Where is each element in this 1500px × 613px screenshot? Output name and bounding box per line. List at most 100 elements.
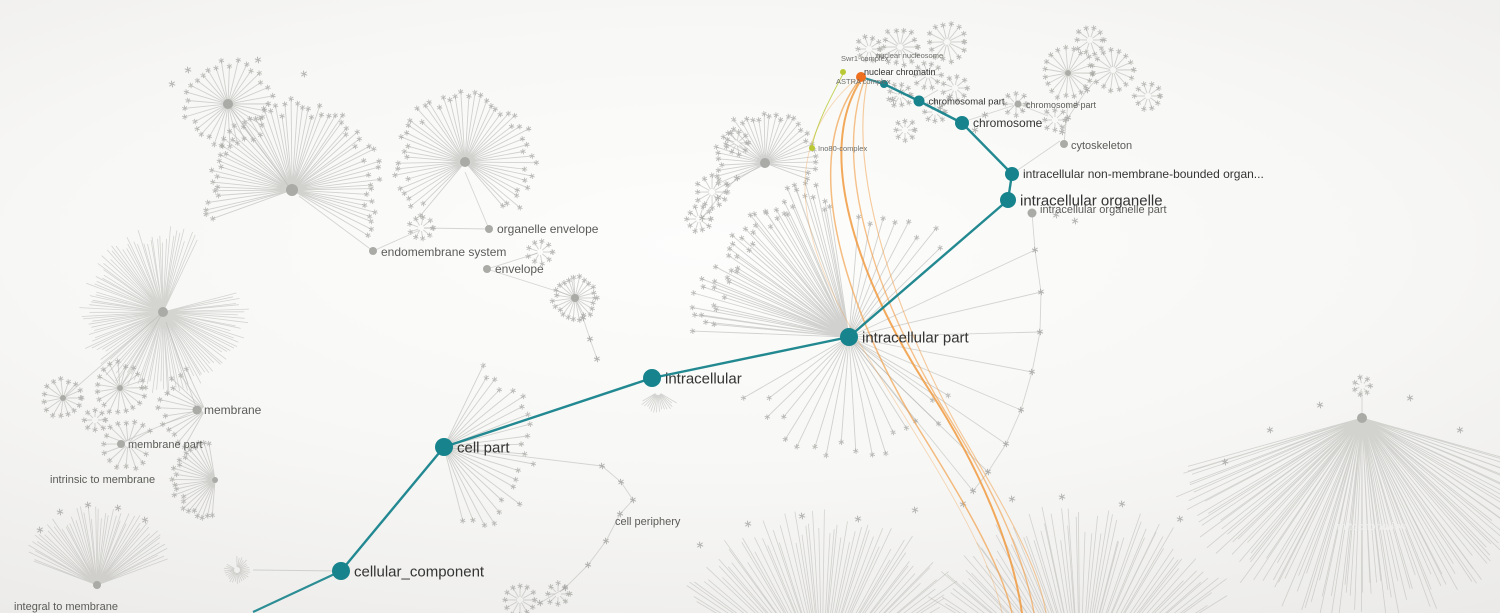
cluster-leaf-glyphs	[525, 238, 556, 267]
node-chain[interactable]	[698, 174, 741, 222]
go-node-chromosome[interactable]	[955, 116, 969, 130]
chain-node-glyphs	[536, 462, 637, 607]
gray-node[interactable]	[1060, 140, 1068, 148]
go-node-intracellular-part[interactable]	[840, 328, 858, 346]
cluster-hub-node[interactable]	[117, 385, 123, 391]
node-chain[interactable]	[536, 462, 637, 607]
selected-node-orange[interactable]	[856, 72, 866, 82]
go-term-cluster[interactable]	[683, 203, 714, 235]
go-term-cluster[interactable]	[181, 57, 276, 150]
go-node-intracellular-organelle[interactable]	[1000, 192, 1016, 208]
go-term-cluster[interactable]	[855, 33, 884, 64]
chain-edge	[972, 249, 1042, 492]
node-chain[interactable]	[1058, 86, 1091, 136]
go-term-cluster[interactable]	[689, 180, 850, 338]
go-node-chromosomal-part[interactable]	[913, 95, 925, 107]
cluster-spokes	[103, 421, 151, 469]
go-term-cluster[interactable]	[549, 273, 600, 323]
go-term-cluster[interactable]	[1351, 374, 1374, 398]
gray-node[interactable]	[483, 265, 491, 273]
go-term-cluster[interactable]	[713, 111, 819, 189]
go-term-cluster[interactable]	[641, 393, 677, 413]
cluster-spokes	[1004, 93, 1028, 116]
go-term-cluster[interactable]	[545, 580, 573, 607]
chain-node-glyphs	[698, 174, 741, 222]
go-term-cluster[interactable]	[1002, 90, 1030, 119]
lime-node[interactable]	[840, 69, 846, 75]
go-term-cluster[interactable]	[406, 214, 437, 242]
gray-node[interactable]	[192, 405, 202, 415]
go-term-cluster[interactable]	[1089, 46, 1137, 94]
node-chain[interactable]	[969, 246, 1045, 495]
cluster-spokes	[444, 365, 534, 526]
go-term-cluster[interactable]	[169, 440, 218, 521]
cluster-leaf-glyphs	[181, 57, 276, 150]
highlighted-orange-edge	[862, 81, 1047, 613]
go-term-cluster[interactable]	[879, 27, 921, 68]
cluster-hub-node[interactable]	[571, 294, 579, 302]
go-term-cluster[interactable]	[928, 506, 1228, 613]
go-term-cluster[interactable]	[28, 506, 168, 590]
go-term-cluster[interactable]	[81, 407, 109, 433]
gray-edge	[372, 229, 421, 252]
gray-node[interactable]	[1014, 100, 1022, 108]
go-term-cluster[interactable]	[203, 95, 383, 239]
cluster-hub-node[interactable]	[1065, 70, 1071, 76]
highlighted-path-edge	[252, 570, 342, 613]
go-node-cell-part[interactable]	[435, 438, 453, 456]
cluster-spokes	[1077, 27, 1105, 55]
node-label: organelle envelope	[497, 222, 599, 236]
go-node-intracellular-non-membrane-bounded-organelle[interactable]	[1005, 167, 1019, 181]
go-term-cluster[interactable]	[912, 60, 945, 91]
go-term-cluster[interactable]	[525, 238, 556, 267]
cluster-hub-node[interactable]	[760, 158, 770, 168]
chain-node-glyphs	[1058, 86, 1091, 136]
go-term-cluster[interactable]	[926, 20, 968, 65]
cluster-hub-node[interactable]	[93, 581, 101, 589]
go-term-cluster[interactable]	[41, 375, 85, 419]
go-term-cluster[interactable]	[1131, 81, 1164, 112]
go-term-cluster[interactable]	[79, 226, 249, 396]
go-term-cluster[interactable]	[502, 583, 538, 613]
go-term-cluster[interactable]	[686, 509, 958, 613]
go-term-cluster[interactable]	[1041, 107, 1069, 133]
highlighted-orange-edge	[852, 80, 1035, 613]
cluster-spokes	[527, 241, 553, 265]
cluster-hub-node[interactable]	[1357, 413, 1367, 423]
node-chain[interactable]	[579, 314, 601, 363]
gray-node[interactable]	[1027, 208, 1037, 218]
cluster-hub-node[interactable]	[158, 307, 168, 317]
cluster-leaf-glyphs	[886, 81, 914, 109]
cluster-hub-node[interactable]	[223, 99, 233, 109]
go-term-cluster[interactable]	[94, 358, 149, 415]
chain-edge	[539, 465, 634, 604]
cluster-hub-node[interactable]	[460, 157, 470, 167]
cluster-hub-node[interactable]	[286, 184, 298, 196]
cluster-hub-node[interactable]	[60, 395, 66, 401]
cluster-leaf-glyphs	[683, 203, 714, 235]
go-node-cellular-component[interactable]	[332, 562, 350, 580]
gray-node[interactable]	[117, 440, 125, 448]
lime-node[interactable]	[809, 145, 815, 151]
go-node-chromatin-anchor[interactable]	[880, 80, 888, 88]
go-term-cluster[interactable]	[1175, 413, 1500, 613]
go-term-cluster[interactable]	[155, 366, 205, 450]
cluster-hub-node[interactable]	[212, 477, 218, 483]
go-node-intracellular[interactable]	[643, 369, 661, 387]
cluster-leaf-glyphs	[392, 88, 540, 219]
go-term-cluster[interactable]	[723, 129, 752, 158]
go-term-cluster[interactable]	[223, 555, 251, 585]
go-term-cluster[interactable]	[740, 338, 951, 459]
go-term-cluster[interactable]	[444, 362, 537, 529]
go-term-cluster[interactable]	[893, 118, 918, 144]
go-term-cluster[interactable]	[100, 419, 153, 472]
gray-node[interactable]	[485, 225, 493, 233]
go-term-cluster[interactable]	[1074, 25, 1107, 57]
go-term-cluster[interactable]	[392, 88, 540, 219]
node-label: mitochondrion	[1337, 521, 1406, 533]
go-term-cluster[interactable]	[1042, 44, 1097, 101]
cluster-leaf-glyphs	[41, 375, 85, 419]
gray-node[interactable]	[369, 247, 377, 255]
